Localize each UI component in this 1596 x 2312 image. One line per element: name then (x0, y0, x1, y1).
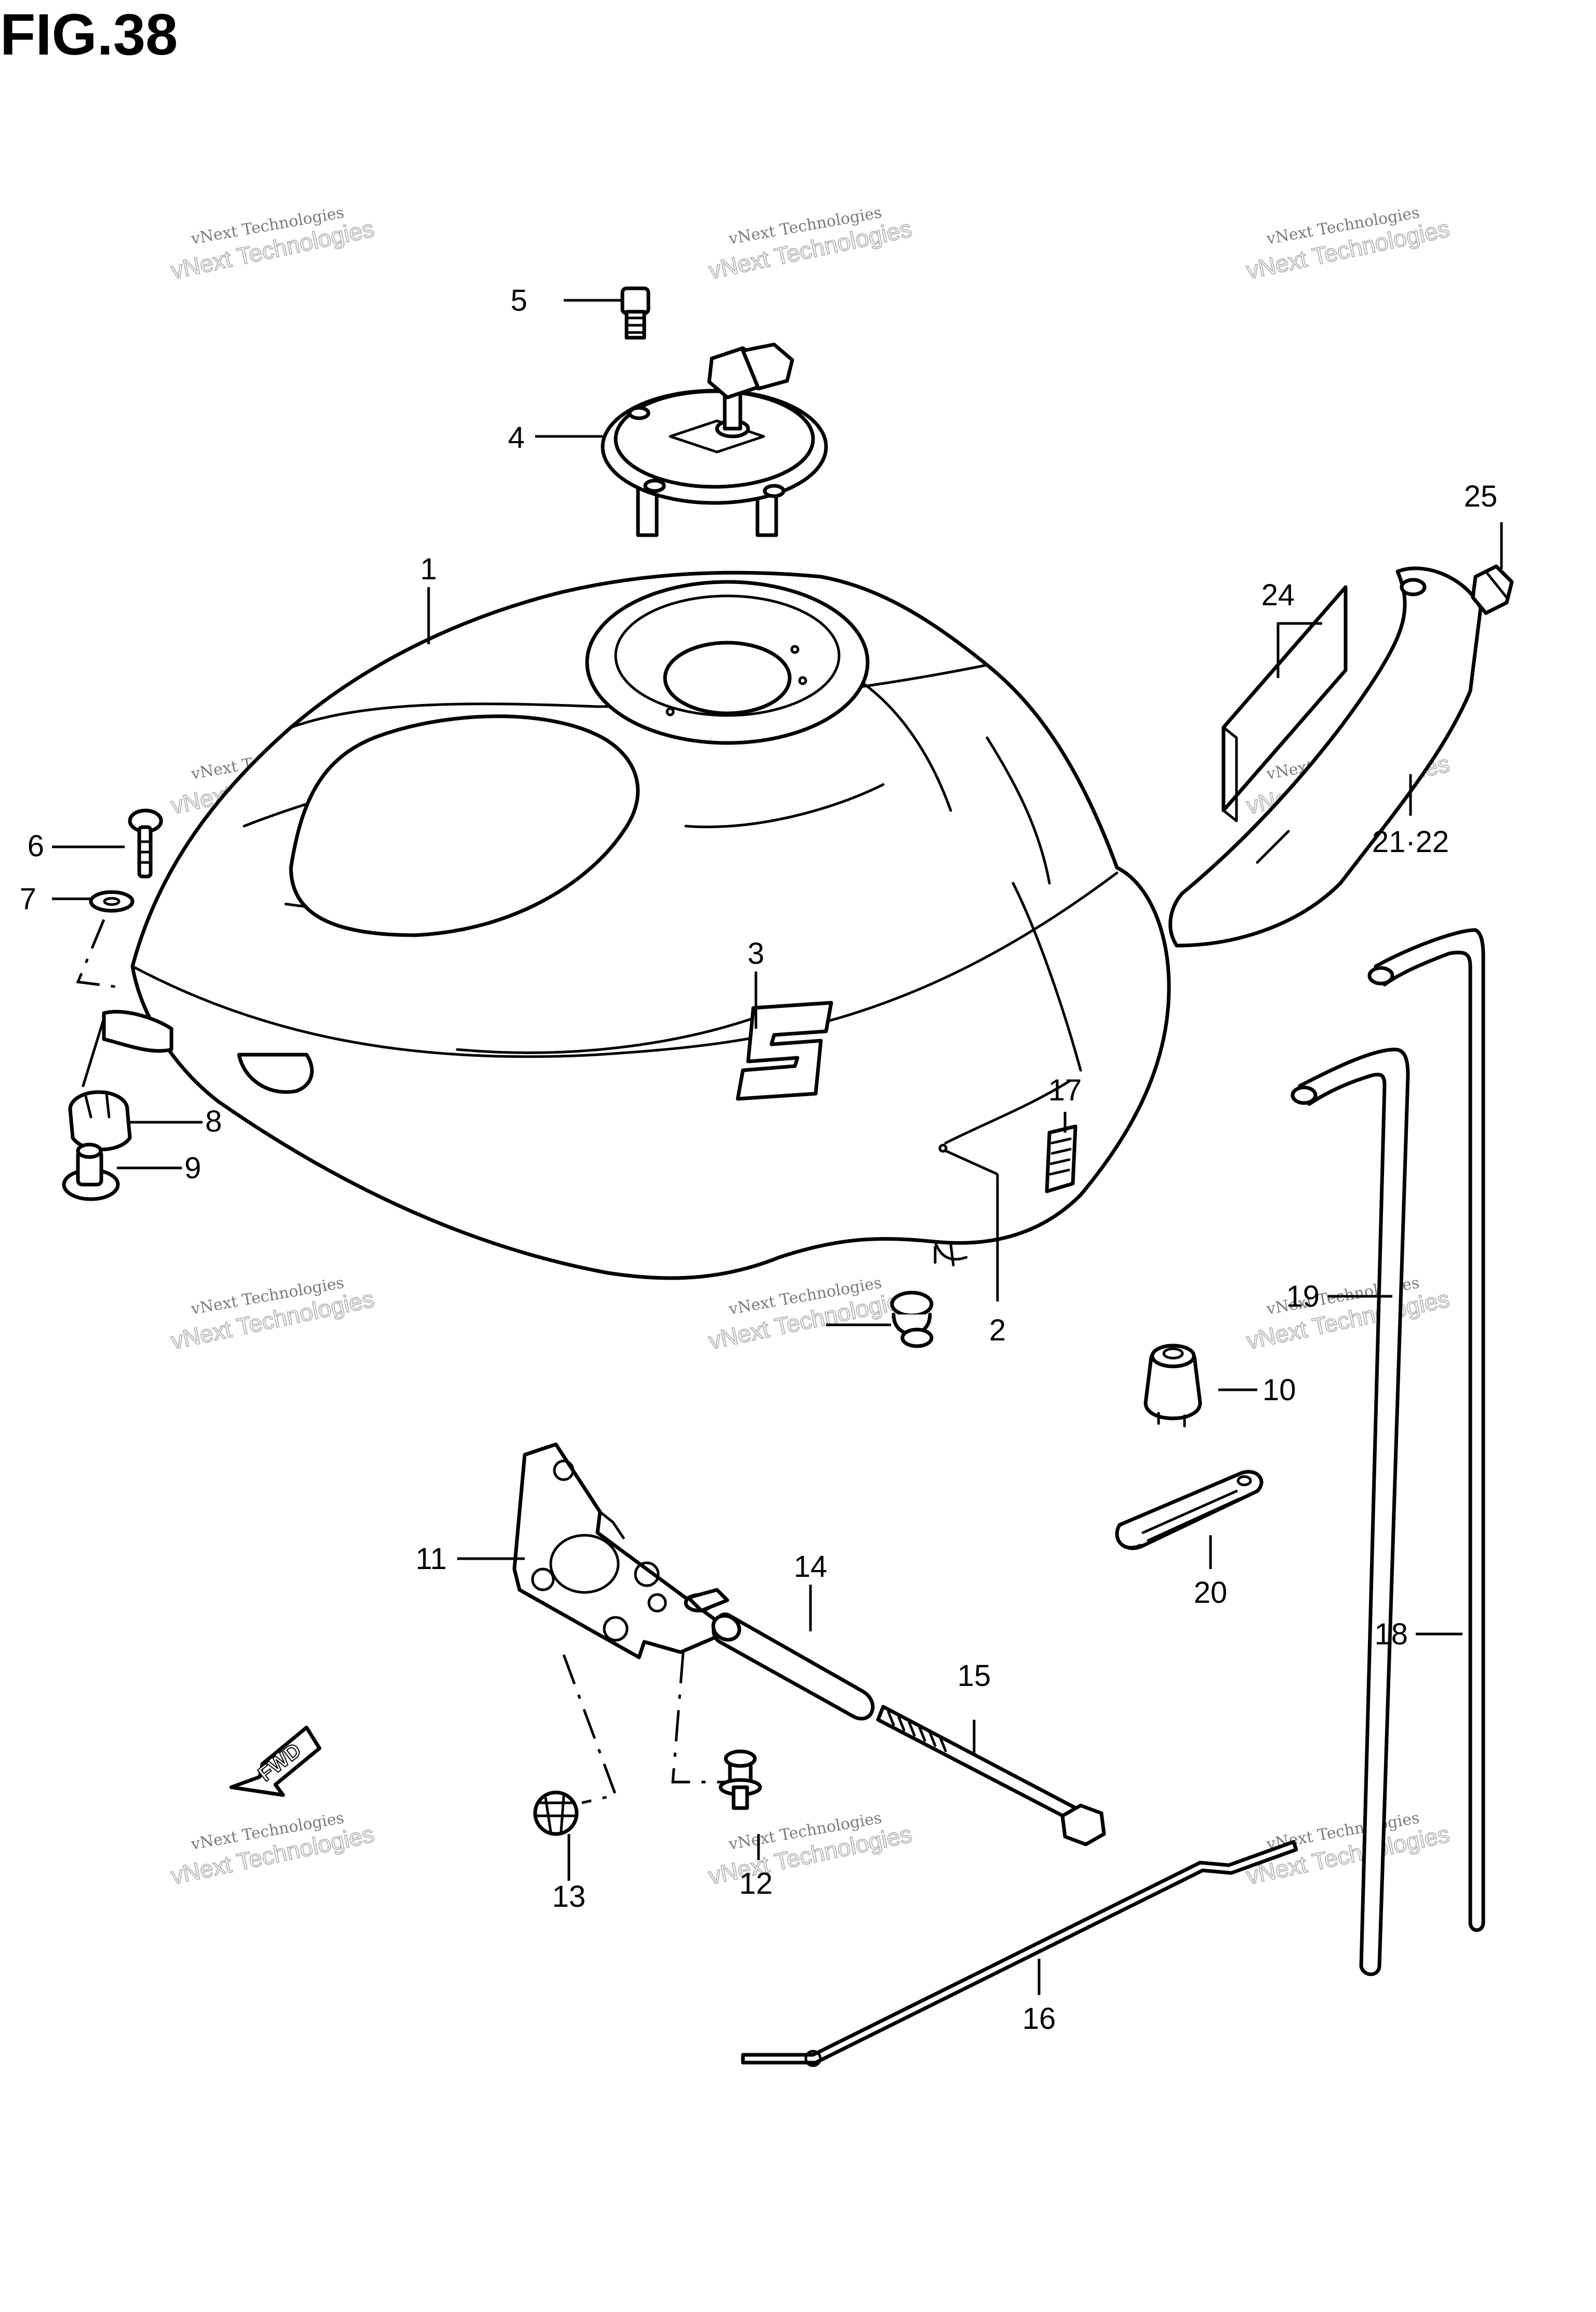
callout-16: 16 (1022, 2002, 1056, 2036)
watermark: vNext Technologies vNext Technologies (706, 1274, 914, 1355)
watermark: vNext Technologies vNext Technologies (706, 204, 914, 285)
part-13-grommet (533, 1790, 579, 1836)
part-4-fuel-cap (601, 342, 828, 537)
part-3-emblem (736, 1001, 833, 1101)
leader-6 (82, 1017, 105, 1087)
bolt-guide-dashes (76, 919, 120, 989)
callouts: 5 4 1 3 6 7 8 9 2 17 24 21·22 25 10 20 1… (20, 284, 1498, 2036)
part-6-bolt (128, 808, 163, 879)
figure-title: FIG.38 (0, 2, 178, 67)
callout-20: 20 (1194, 1576, 1228, 1610)
callout-6: 6 (28, 829, 44, 863)
callout-8: 8 (205, 1105, 222, 1138)
callout-11: 11 (416, 1542, 447, 1576)
callout-3: 3 (748, 937, 764, 971)
fwd-direction-arrow: FWD (229, 1725, 322, 1797)
watermark: vNext Technologies vNext Technologies (1243, 1274, 1452, 1355)
pin-guide-dashes (671, 1652, 727, 1784)
part-7-washer (89, 890, 135, 913)
part-14-sleeve (711, 1612, 875, 1721)
part-19-hose (1291, 1047, 1410, 1976)
part-15-bolt (876, 1705, 1106, 1846)
callout-14: 14 (794, 1550, 828, 1584)
part-24-clip (1471, 564, 1514, 615)
part-8-grommet (68, 1090, 132, 1151)
part-20-clamp (1115, 1470, 1264, 1550)
watermark: vNext Technologies vNext Technologies (168, 1274, 377, 1355)
callout-9: 9 (184, 1151, 201, 1185)
callout-21-22: 21·22 (1372, 825, 1449, 859)
callout-13: 13 (552, 1880, 586, 1914)
watermark: vNext Technologies vNext Technologies (168, 1809, 377, 1890)
part-11-bracket (512, 1442, 729, 1659)
part-5-screw (620, 286, 650, 340)
part-16-rod (741, 1840, 1298, 2067)
callout-15: 15 (957, 1659, 991, 1693)
callout-12: 12 (739, 1867, 773, 1901)
grommet-guide-dashes (562, 1654, 618, 1804)
part-23-pad (1221, 585, 1348, 822)
callout-23: 24 (1261, 578, 1295, 612)
part-25-plug (890, 1291, 934, 1348)
callout-1: 1 (420, 552, 437, 586)
watermark: vNext Technologies vNext Technologies (168, 204, 377, 285)
leader-lines (52, 299, 1503, 1995)
callout-17: 17 (1048, 1073, 1082, 1107)
part-1-fuel-tank (102, 570, 1171, 1280)
watermark: vNext Technologies vNext Technologies (1243, 204, 1452, 285)
part-10-damper (1143, 1344, 1202, 1428)
part-2-marker (938, 1144, 999, 1176)
callout-5: 5 (511, 284, 527, 317)
callout-10: 10 (1262, 1373, 1296, 1407)
part-9-collar (62, 1142, 120, 1201)
callout-18: 18 (1374, 1617, 1408, 1651)
callout-4: 4 (508, 421, 525, 455)
watermark: vNext Technologies vNext Technologies (706, 1809, 914, 1890)
callout-7: 7 (20, 882, 36, 916)
part-12-pin (719, 1749, 762, 1810)
callout-2: 2 (989, 1313, 1006, 1347)
part-21-22-side-cover (1168, 566, 1483, 948)
callout-19: 19 (1286, 1280, 1320, 1313)
callout-24: 25 (1464, 480, 1498, 513)
part-18-hose (1367, 928, 1485, 1932)
